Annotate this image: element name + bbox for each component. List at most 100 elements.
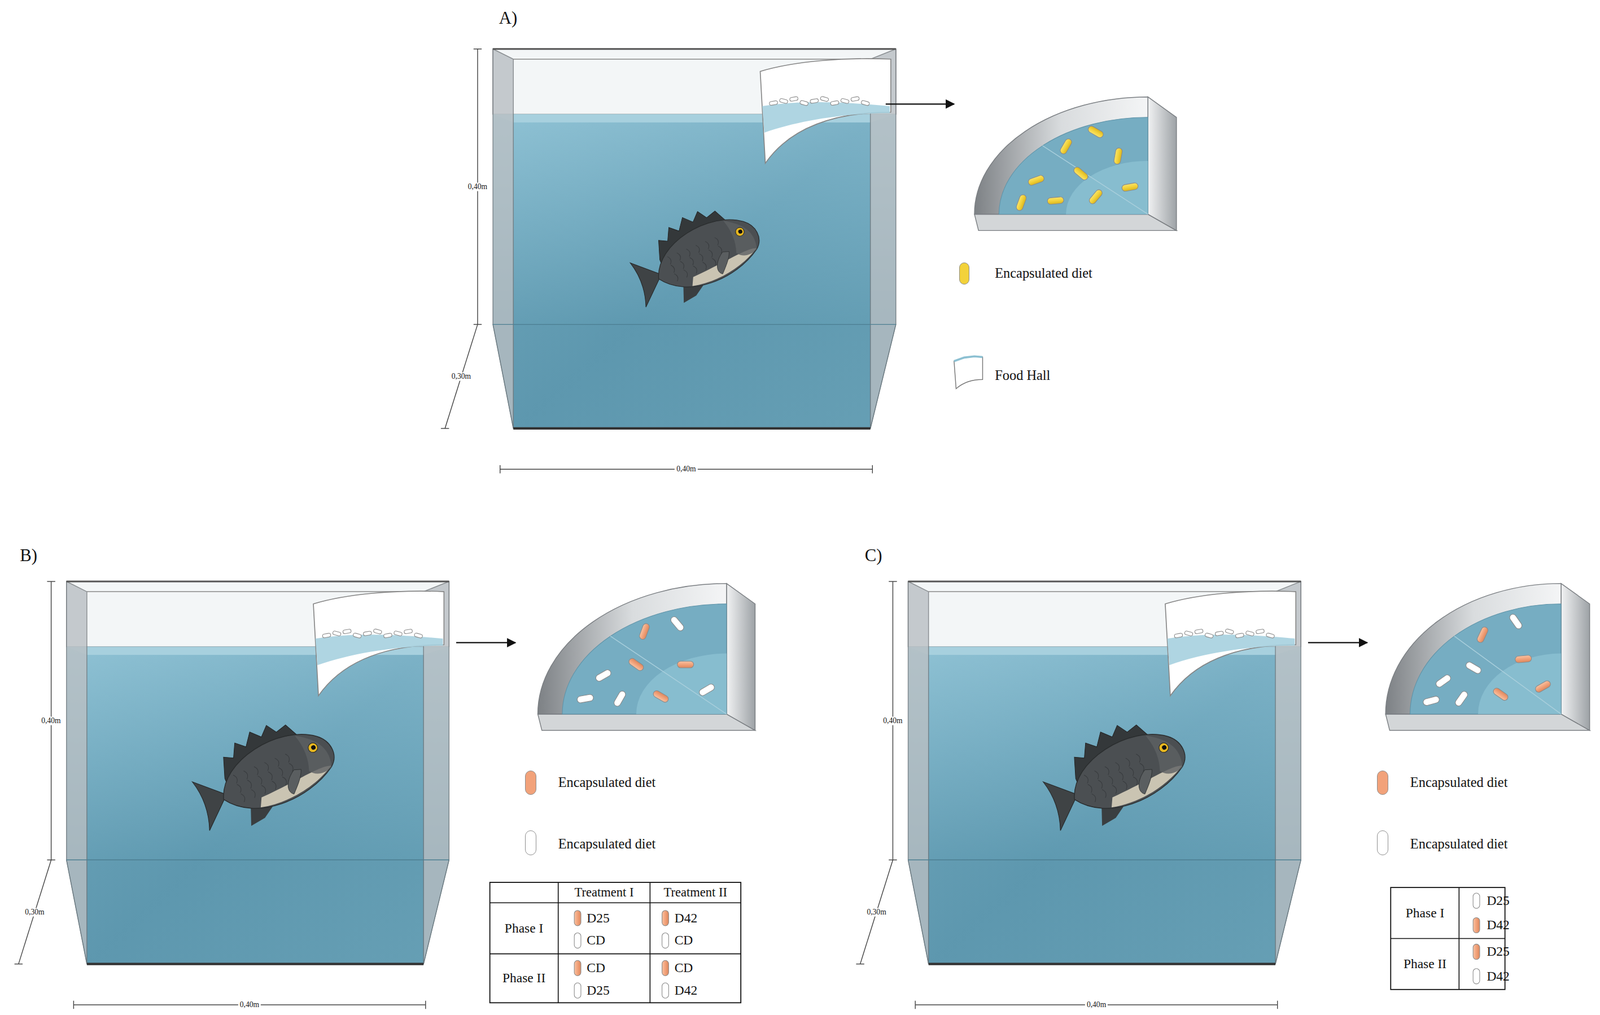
capsule-symbol (574, 910, 581, 926)
capsule-symbol (574, 960, 581, 976)
fish-pupil (737, 229, 743, 235)
fish-scale (285, 753, 291, 763)
capsule-symbol (1194, 628, 1204, 635)
table-cell: D25 (586, 983, 610, 999)
fish-pupil (310, 744, 317, 751)
table-row-header: Phase II (1403, 956, 1447, 972)
capsule-symbol (1533, 679, 1552, 694)
fish-scale (1135, 753, 1142, 763)
tank-side-glass (492, 49, 514, 429)
capsule-symbol (1265, 632, 1275, 639)
capsule-symbol (669, 615, 686, 633)
capsule-symbol (342, 628, 352, 635)
zoom-detail (974, 97, 1177, 231)
fish-scale (233, 774, 239, 784)
fish-scale (1122, 780, 1129, 790)
capsule-symbol (1027, 174, 1046, 187)
zoom-water (1410, 604, 1562, 715)
capsule-symbol (403, 628, 413, 635)
zoom-water (562, 604, 727, 715)
fish-pectoral-fin (1133, 767, 1160, 795)
fish-pupil (1161, 744, 1167, 751)
fish-scale (268, 771, 274, 781)
dimension-label: 0,40m (466, 182, 489, 191)
capsule-symbol (1464, 661, 1483, 676)
fish-scale (240, 793, 247, 803)
capsule-symbol (638, 622, 651, 641)
fish-scale (237, 783, 243, 793)
food-hall-water (315, 634, 444, 666)
table-cell: CD (586, 933, 606, 948)
zoom-rim (538, 583, 727, 715)
table-rule (490, 953, 742, 955)
fish-scale (708, 248, 714, 258)
fish-scale (1102, 788, 1108, 798)
food-hall-water (762, 102, 890, 133)
food-hall-panel (760, 58, 891, 164)
food-hall-icon (954, 356, 983, 389)
capsule-symbol (1472, 917, 1480, 933)
fish-scale (1115, 761, 1121, 771)
legend-label: Encapsulated diet (558, 836, 657, 852)
fish-scale (258, 775, 264, 785)
tilapia-fish (619, 193, 772, 317)
fish-scale (698, 252, 705, 262)
zoom-base (1385, 714, 1590, 731)
capsule-symbol (1453, 689, 1469, 707)
tank-bottom-edge (86, 962, 424, 965)
fish-scale (711, 257, 718, 266)
capsule-symbol (799, 99, 809, 106)
capsule-symbol (840, 98, 850, 104)
food-hall-icon-edge (954, 356, 983, 361)
tank-back-edge (492, 324, 896, 325)
food-hall (313, 591, 444, 696)
dimension-label: 0,40m (238, 1000, 261, 1010)
dimension-tick (855, 963, 864, 965)
fish-eye (306, 741, 319, 755)
panel-letter: A) (499, 9, 518, 29)
zoom-divider (610, 636, 727, 715)
capsule-symbol (363, 631, 372, 637)
table-row-header: Phase I (504, 921, 544, 937)
table-header: Treatment I (574, 885, 634, 900)
zoom-rim (1385, 583, 1562, 715)
capsule-symbol (594, 668, 612, 683)
table-cell: D42 (674, 911, 698, 926)
capsule-symbol (820, 95, 830, 102)
zoom-wall (726, 583, 756, 731)
arrow-line (456, 641, 516, 644)
fish-scale (683, 269, 689, 278)
tank-side-glass (66, 581, 87, 965)
fish-scale (674, 272, 680, 282)
dimension-label: 0,30m (23, 907, 46, 917)
fish-scale (243, 770, 249, 780)
capsule-symbol (652, 689, 670, 704)
fish-pectoral-fin (282, 767, 309, 795)
table-rule (649, 882, 651, 1003)
zoom-rim (974, 97, 1148, 215)
fish-scale (705, 240, 711, 249)
table-cell: D42 (1486, 917, 1510, 933)
fish-scale (1087, 783, 1094, 793)
aquarium-tank (492, 49, 896, 429)
fish-scale (272, 780, 278, 790)
legend-capsule-swatch (959, 262, 970, 286)
table-cell: CD (674, 933, 694, 948)
zoom-base (538, 714, 756, 731)
fish-scale (702, 261, 708, 270)
capsule-symbol (830, 100, 839, 106)
capsule-symbol (662, 910, 670, 926)
tank-bottom-edge (928, 962, 1276, 965)
legend-capsule-swatch (1376, 770, 1389, 795)
zoom-base (974, 213, 1177, 231)
panel-letter: B) (19, 546, 38, 566)
table-row-header: Phase II (502, 971, 546, 986)
capsule-symbol (1255, 628, 1265, 635)
fish-scale (1118, 771, 1125, 781)
capsule-symbol (1059, 137, 1074, 156)
capsule-symbol (1015, 193, 1027, 212)
capsule-symbol (850, 96, 860, 102)
tank-rim (86, 591, 424, 592)
tank-rim (66, 580, 450, 583)
